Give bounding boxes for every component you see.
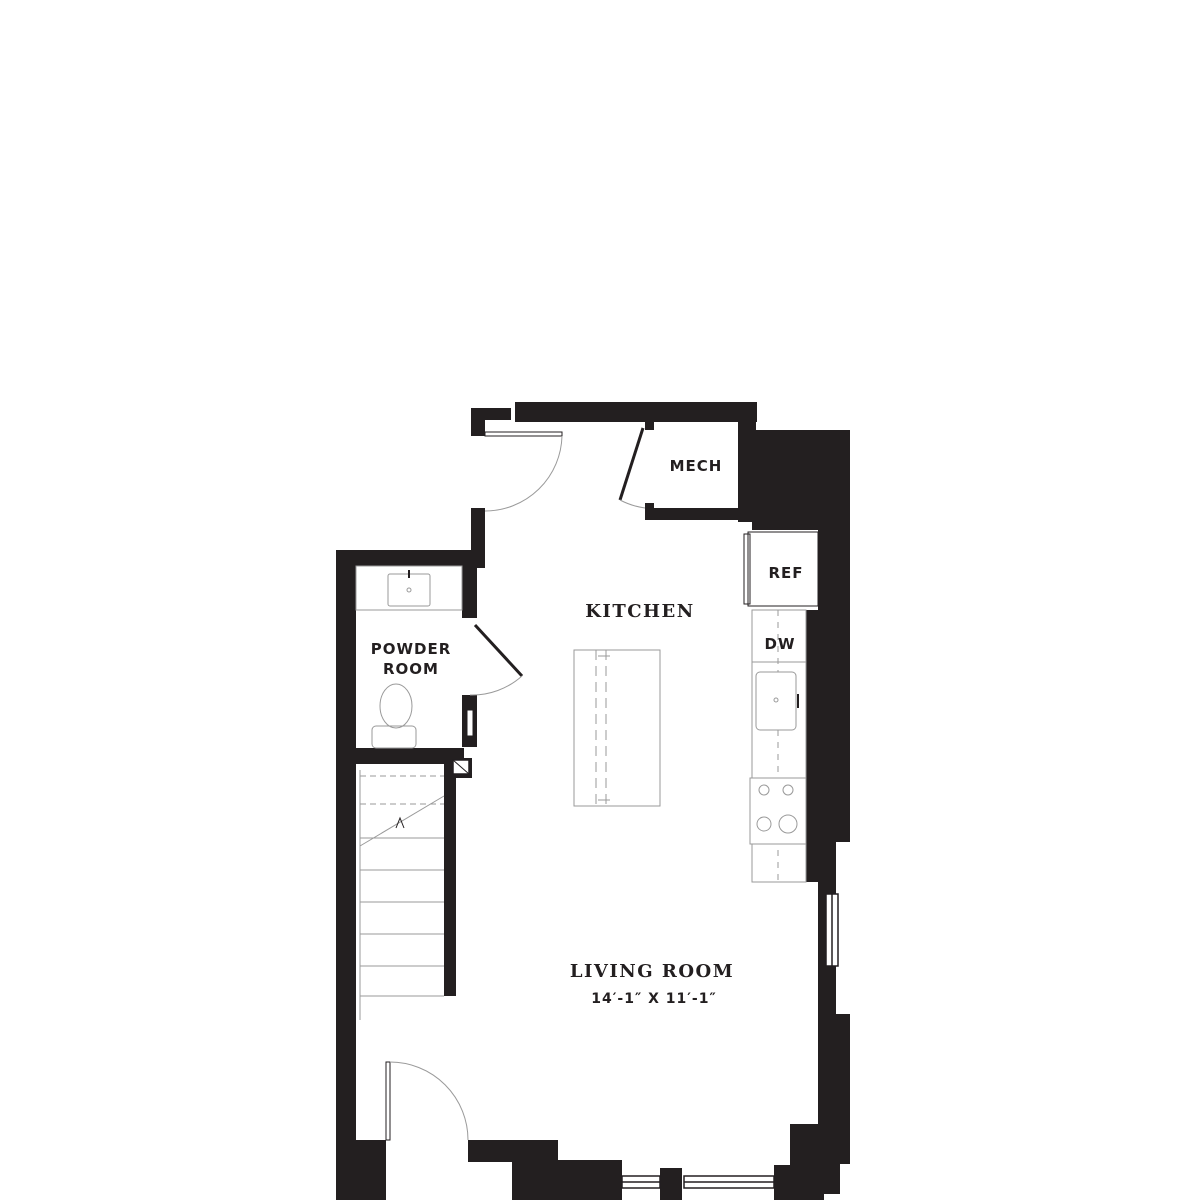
label-living-room-dimensions: 14′-1″ X 11′-1″ xyxy=(591,991,717,1007)
vanity-sink xyxy=(387,573,431,607)
wall-top-main xyxy=(515,402,757,422)
burner-icon xyxy=(758,784,770,796)
door-mech-leaf xyxy=(618,427,645,501)
wall-mech-right xyxy=(738,402,756,522)
label-mech: MECH xyxy=(670,457,723,475)
wall-bottom-step xyxy=(512,1160,622,1200)
kitchen-island xyxy=(573,649,661,807)
door-bottom-leaf xyxy=(385,1061,391,1141)
stair-direction-arrow xyxy=(395,816,405,829)
powder-room-fixtures xyxy=(355,565,463,749)
wall-bottom-right xyxy=(774,1165,824,1200)
kitchen-counter xyxy=(751,609,807,883)
door-powder-leaf xyxy=(473,623,524,678)
labels: MECH REF DW KITCHEN POWDER ROOM LIVING R… xyxy=(371,457,803,1007)
sink-drain-icon xyxy=(406,587,412,593)
door-bottom-swing-arc xyxy=(389,1061,469,1141)
wall-bottom-left xyxy=(336,1140,386,1200)
wall-bottom-window-mullion xyxy=(660,1168,682,1200)
toilet-tank xyxy=(371,725,417,749)
door-powder-swing-arc xyxy=(469,675,523,696)
label-living-room: LIVING ROOM xyxy=(570,961,734,982)
powder-wall-jamb xyxy=(466,709,474,737)
vanity-counter xyxy=(355,565,463,611)
label-ref: REF xyxy=(768,564,803,582)
wall-stair-right xyxy=(444,764,456,996)
toilet-bowl xyxy=(379,683,413,729)
staircase xyxy=(359,770,445,1020)
label-powder-room-line-2: ROOM xyxy=(383,660,439,678)
kitchen-fixtures xyxy=(573,531,819,883)
wall-powder-top xyxy=(336,550,484,566)
windows xyxy=(621,893,839,1189)
wall-bottom-middle xyxy=(468,1140,558,1162)
label-kitchen: KITCHEN xyxy=(585,601,694,622)
door-top-swing-arc xyxy=(484,435,563,512)
stair-break-line xyxy=(359,795,445,847)
wall-powder-right-upper xyxy=(462,550,477,618)
wall-top-left-stub-cap xyxy=(471,408,511,420)
wall-mech-bottom xyxy=(645,508,755,520)
wall-powder-bottom xyxy=(356,748,464,764)
burner-icon xyxy=(756,816,772,832)
label-powder-room-line-1: POWDER xyxy=(371,640,452,658)
door-top-leaf xyxy=(484,431,563,437)
kitchen-sink xyxy=(755,671,797,731)
wall-mech-left-stub-bottom xyxy=(645,503,654,518)
doors xyxy=(385,427,646,1141)
wall-mech-left-stub xyxy=(645,418,654,430)
burner-icon xyxy=(778,814,798,834)
burner-icon xyxy=(782,784,794,796)
label-dw: DW xyxy=(765,635,796,653)
cooktop xyxy=(749,777,807,845)
wall-left-exterior xyxy=(336,550,356,1190)
refrigerator xyxy=(747,531,819,607)
door-mech-swing-arc xyxy=(619,499,646,509)
wall-right-exterior xyxy=(752,430,850,882)
